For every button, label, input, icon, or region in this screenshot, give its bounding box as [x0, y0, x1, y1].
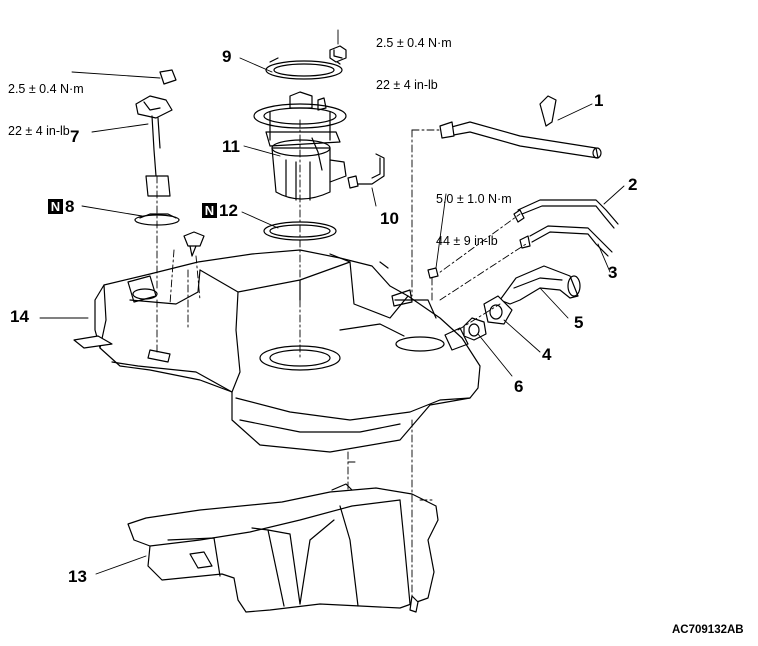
callout-7: 7: [70, 127, 80, 146]
torque-nm: 2.5 ± 0.4 N·m: [376, 36, 452, 50]
callout-14: 14: [10, 307, 29, 326]
n-mark: N: [202, 203, 217, 218]
callout-6: 6: [514, 377, 524, 396]
vapor-hose: [347, 153, 385, 189]
breather-hose: [439, 95, 602, 159]
nut-upper: [329, 45, 347, 63]
filler-neck-bracket: [483, 295, 513, 325]
n-mark: N: [48, 199, 63, 214]
figure-id: AC709132AB: [672, 624, 744, 636]
filler-retainer: [463, 317, 487, 341]
vapor-pipes: [513, 199, 619, 257]
callout-3: 3: [608, 263, 618, 282]
torque-spec-filler: 5.0 ± 1.0 N·m 44 ± 9 in-lb: [436, 164, 512, 262]
fuel-tank: [73, 249, 481, 453]
callout-1: 1: [594, 91, 604, 110]
bolt: [427, 267, 439, 279]
fuel-gauge-unit: [135, 69, 177, 197]
callout-12-number: 12: [219, 201, 238, 220]
torque-inlb: 44 ± 9 in-lb: [436, 234, 498, 248]
torque-spec-gauge: 2.5 ± 0.4 N·m 22 ± 4 in-lb: [8, 54, 84, 152]
callout-4: 4: [542, 345, 552, 364]
torque-nm: 5.0 ± 1.0 N·m: [436, 192, 512, 206]
torque-nm: 2.5 ± 0.4 N·m: [8, 82, 84, 96]
torque-spec-nut: 2.5 ± 0.4 N·m 22 ± 4 in-lb: [376, 8, 452, 106]
callout-13: 13: [68, 567, 87, 586]
callout-2: 2: [628, 175, 638, 194]
torque-inlb: 22 ± 4 in-lb: [8, 124, 70, 138]
callout-9: 9: [222, 47, 232, 66]
grommet: [183, 231, 205, 257]
torque-inlb: 22 ± 4 in-lb: [376, 78, 438, 92]
callout-10: 10: [380, 209, 399, 228]
heat-protector: [127, 483, 439, 613]
callout-8-number: 8: [65, 197, 75, 216]
lock-ring: [265, 57, 343, 80]
filler-hose: [499, 265, 581, 305]
callout-5: 5: [574, 313, 584, 332]
assembly-lines: [156, 119, 527, 601]
leader-lines: [39, 29, 625, 575]
callout-11: 11: [222, 137, 240, 156]
